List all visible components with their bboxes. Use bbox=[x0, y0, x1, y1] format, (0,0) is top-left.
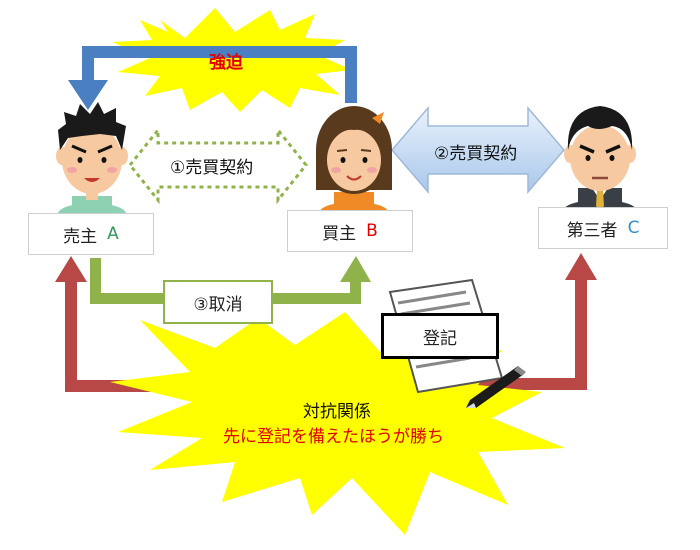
top-starburst bbox=[112, 8, 352, 112]
angry-man-icon bbox=[56, 102, 128, 225]
seller-box: 売主 A bbox=[28, 213, 154, 255]
third-party-box: 第三者 C bbox=[538, 207, 668, 249]
third-party-letter: C bbox=[627, 218, 640, 238]
opposition-rule: 先に登記を備えたほうが勝ち bbox=[223, 427, 444, 447]
cancel-label: ③取消 bbox=[193, 294, 243, 315]
registration-label: 登記 bbox=[423, 328, 457, 349]
cancel-box: ③取消 bbox=[163, 280, 273, 324]
coercion-label: 強迫 bbox=[209, 53, 243, 73]
buyer-label: 買主 bbox=[322, 223, 357, 244]
registration-box: 登記 bbox=[381, 313, 499, 359]
woman-icon bbox=[316, 106, 392, 222]
seller-letter: A bbox=[107, 224, 119, 244]
opposition-title: 対抗関係 bbox=[303, 402, 371, 422]
coercion-arrow bbox=[68, 46, 357, 110]
contract1-label: ①売買契約 bbox=[170, 158, 254, 178]
stern-businessman-icon bbox=[564, 106, 636, 220]
buyer-box: 買主 B bbox=[287, 210, 413, 252]
seller-label: 売主 bbox=[63, 226, 98, 247]
contract2-label: ②売買契約 bbox=[434, 144, 518, 164]
third-party-label: 第三者 bbox=[566, 220, 618, 241]
contract1-arrow bbox=[128, 125, 308, 205]
buyer-letter: B bbox=[366, 221, 378, 241]
contract2-arrow bbox=[391, 105, 565, 195]
